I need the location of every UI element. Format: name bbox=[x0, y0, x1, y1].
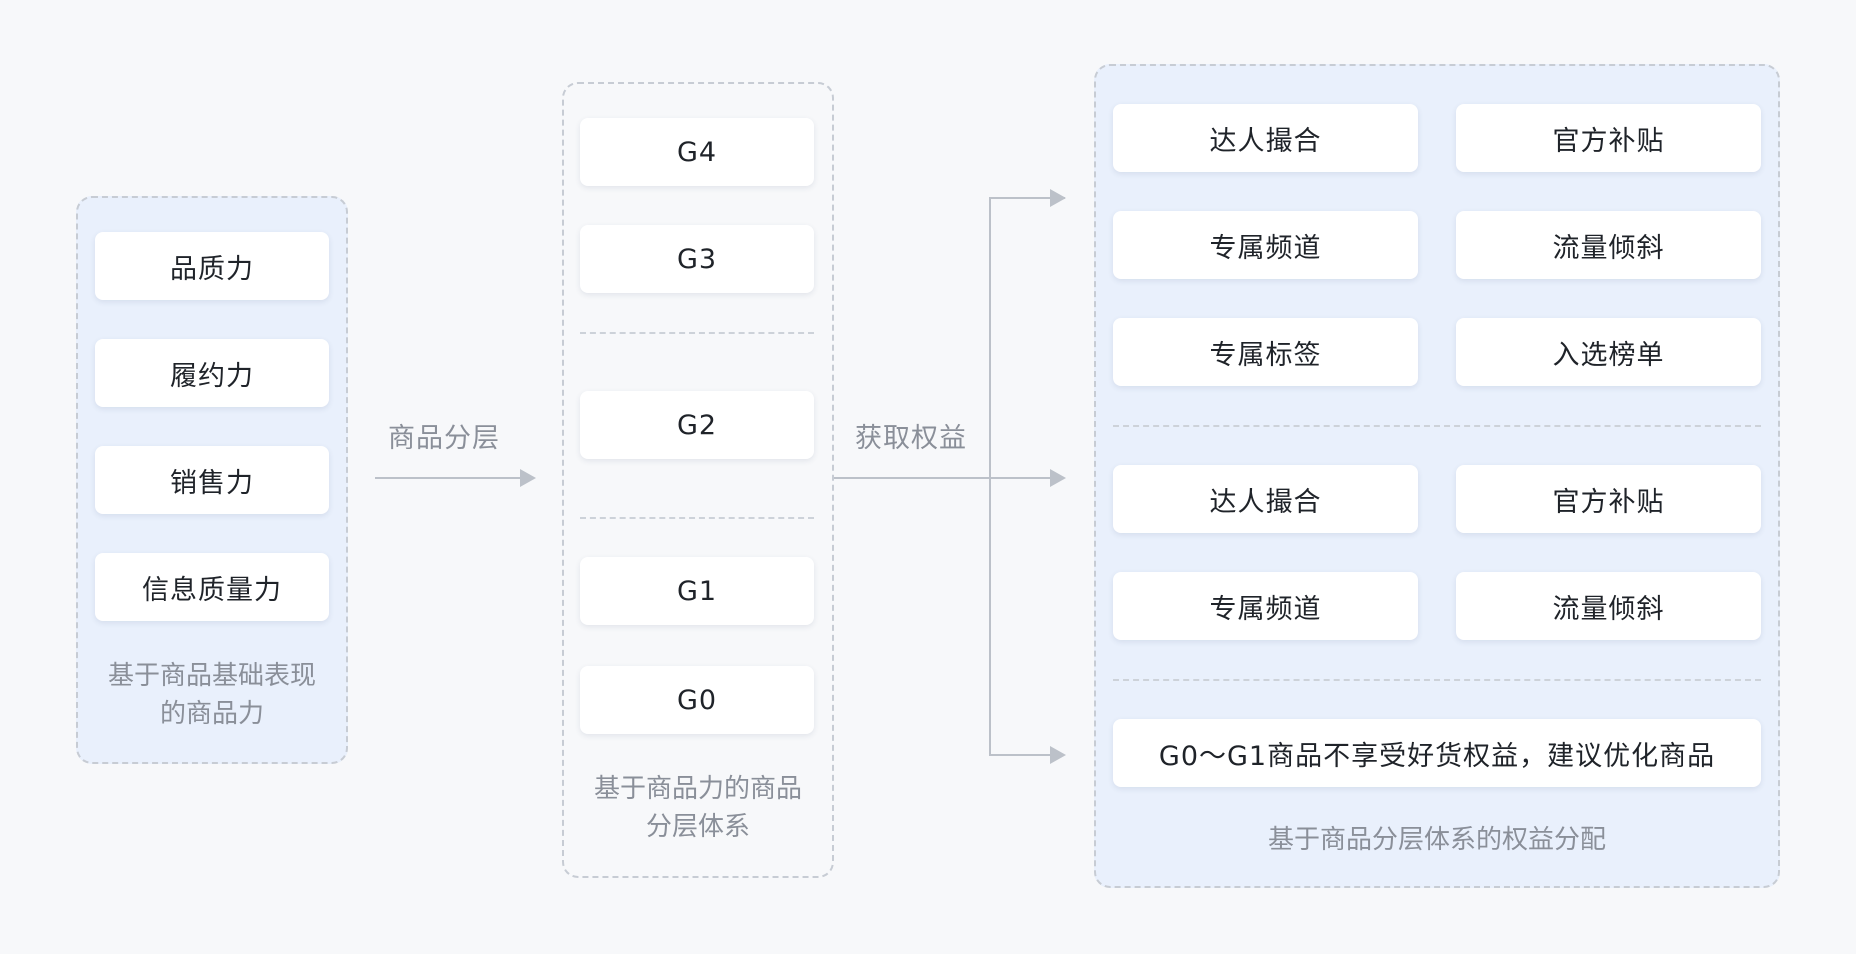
benefit-card-exclusive-channel-2: 专属频道 bbox=[1113, 572, 1418, 640]
benefit-card-traffic-boost: 流量倾斜 bbox=[1456, 211, 1761, 279]
benefit-card-exclusive-tag: 专属标签 bbox=[1113, 318, 1418, 386]
arrowhead-bottom bbox=[1050, 746, 1066, 764]
tier-divider-1 bbox=[580, 332, 814, 334]
tier-card-g0: G0 bbox=[580, 666, 814, 734]
left-caption-line2: 的商品力 bbox=[159, 699, 264, 729]
benefit-card-exclusive-channel: 专属频道 bbox=[1113, 211, 1418, 279]
left-panel-caption: 基于商品基础表现 的商品力 bbox=[76, 657, 348, 733]
arrowhead-layering bbox=[520, 469, 536, 487]
benefit-card-influencer-match: 达人撮合 bbox=[1113, 104, 1418, 172]
tier-system-panel bbox=[562, 82, 834, 878]
benefit-divider-2 bbox=[1113, 679, 1761, 681]
tier-divider-2 bbox=[580, 517, 814, 519]
right-panel-caption: 基于商品分层体系的权益分配 bbox=[1267, 825, 1606, 855]
benefit-divider-1 bbox=[1113, 425, 1761, 427]
benefit-card-ranking-list: 入选榜单 bbox=[1456, 318, 1761, 386]
middle-caption-line2: 分层体系 bbox=[645, 812, 750, 842]
left-caption-line1: 基于商品基础表现 bbox=[107, 661, 316, 691]
flow-label-layering: 商品分层 bbox=[388, 423, 500, 454]
benefit-notice-card: G0～G1商品不享受好货权益，建议优化商品 bbox=[1113, 719, 1761, 787]
tier-card-g4: G4 bbox=[580, 118, 814, 186]
benefit-card-traffic-boost-2: 流量倾斜 bbox=[1456, 572, 1761, 640]
tier-card-g2: G2 bbox=[580, 391, 814, 459]
strength-card-fulfillment: 履约力 bbox=[95, 339, 329, 407]
middle-panel-caption: 基于商品力的商品 分层体系 bbox=[562, 770, 834, 846]
benefit-card-official-subsidy-2: 官方补贴 bbox=[1456, 465, 1761, 533]
flow-label-benefits: 获取权益 bbox=[855, 423, 967, 454]
benefit-card-official-subsidy: 官方补贴 bbox=[1456, 104, 1761, 172]
middle-caption-line1: 基于商品力的商品 bbox=[593, 774, 802, 804]
strength-card-quality: 品质力 bbox=[95, 232, 329, 300]
benefit-card-influencer-match-2: 达人撮合 bbox=[1113, 465, 1418, 533]
arrowhead-middle bbox=[1050, 469, 1066, 487]
tier-card-g1: G1 bbox=[580, 557, 814, 625]
strength-card-info-quality: 信息质量力 bbox=[95, 553, 329, 621]
arrowhead-top bbox=[1050, 189, 1066, 207]
strength-card-sales: 销售力 bbox=[95, 446, 329, 514]
tier-card-g3: G3 bbox=[580, 225, 814, 293]
